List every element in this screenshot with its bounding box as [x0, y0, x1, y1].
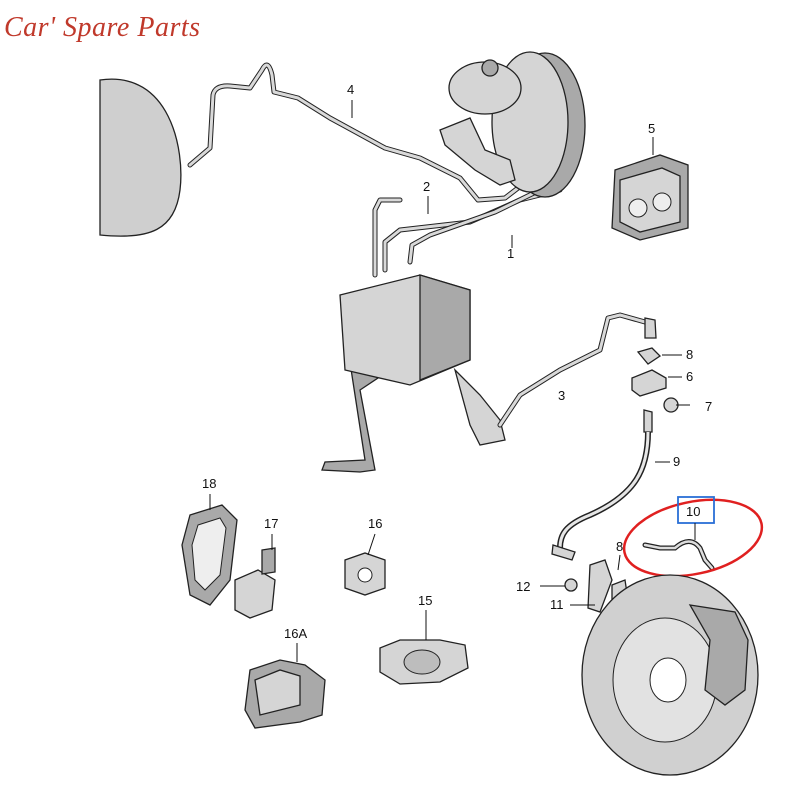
wheel-arch [99, 78, 182, 237]
part-18-grommet [181, 504, 238, 606]
callout-11: 11 [550, 597, 564, 612]
callout-10: 10 [686, 504, 700, 519]
callout-17: 17 [264, 516, 278, 531]
brake-booster [439, 51, 586, 198]
abs-unit [321, 274, 506, 473]
callout-7: 7 [705, 399, 712, 414]
brand-watermark: Car' Spare Parts [4, 12, 201, 43]
leader-lines [209, 100, 696, 662]
part-17-bracket [234, 547, 276, 619]
part-15-bracket [379, 639, 469, 685]
callout-16: 16 [368, 516, 382, 531]
callout-8-upper: 8 [686, 347, 693, 362]
callout-3: 3 [558, 388, 565, 403]
callout-2: 2 [423, 179, 430, 194]
part-16-clip [344, 552, 386, 596]
callout-12: 12 [516, 579, 530, 594]
callout-15: 15 [418, 593, 432, 608]
highlight-box [677, 496, 715, 524]
callout-labels: 4 2 1 5 8 6 7 3 9 10 8 12 11 18 17 16 15… [202, 82, 712, 641]
brake-hose-9 [551, 409, 653, 561]
brake-pipe-3 [497, 312, 657, 428]
parts-8-6-7 [631, 347, 690, 413]
callout-18: 18 [202, 476, 216, 491]
highlight-circle [622, 498, 764, 578]
callout-4: 4 [347, 82, 354, 97]
callout-1: 1 [507, 246, 514, 261]
callout-6: 6 [686, 369, 693, 384]
brake-disc [581, 574, 759, 776]
callout-16a: 16A [284, 626, 307, 641]
callout-9: 9 [673, 454, 680, 469]
callout-5: 5 [648, 121, 655, 136]
brake-pipes-upper [187, 62, 563, 278]
part-5-module [611, 154, 689, 241]
part-16a-bracket [244, 659, 326, 729]
callout-8-lower: 8 [616, 539, 623, 554]
part-10-brake-line [622, 496, 764, 578]
